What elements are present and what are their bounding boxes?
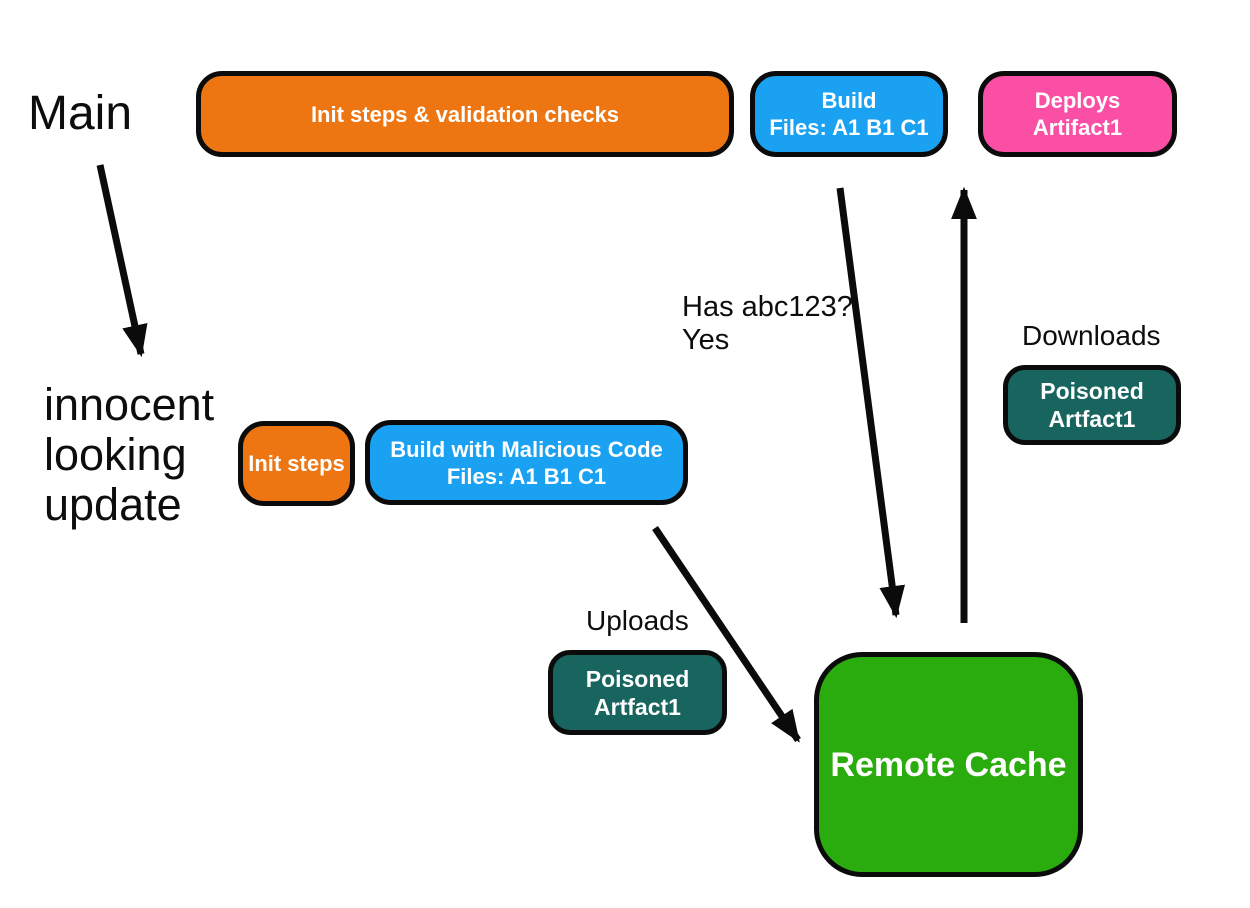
node-build-malicious-title: Build with Malicious Code	[390, 436, 663, 462]
node-build-title: Build	[821, 88, 877, 113]
arrow-build-to-remote-cache	[836, 187, 906, 619]
downloads-label: Downloads	[1022, 320, 1161, 351]
node-init-validation-checks: Init steps & validation checks	[196, 71, 734, 157]
has-hash-label: Has abc123? Yes	[682, 291, 853, 357]
node-deploys-artifact-name: Artifact1	[1032, 115, 1123, 140]
innocent-update-line1: innocent	[44, 379, 215, 430]
node-deploys-title: Deploys	[1034, 88, 1121, 113]
has-hash-answer: Yes	[682, 324, 730, 356]
node-build-with-malicious-code: Build with Malicious Code Files: A1 B1 C…	[365, 420, 688, 505]
node-poisoned-upload-line1: Poisoned	[585, 665, 690, 692]
node-remote-cache-label: Remote Cache	[830, 745, 1067, 784]
node-build-files: Files: A1 B1 C1	[769, 115, 929, 140]
has-hash-question: Has abc123?	[682, 291, 853, 323]
innocent-update-line3: update	[44, 479, 182, 530]
node-init-validation-checks-label: Init steps & validation checks	[310, 101, 620, 127]
node-deploys-artifact: Deploys Artifact1	[978, 71, 1177, 157]
node-remote-cache: Remote Cache	[814, 652, 1083, 877]
node-poisoned-artifact-download: Poisoned Artfact1	[1003, 365, 1181, 445]
node-poisoned-artifact-upload: Poisoned Artfact1	[548, 650, 727, 735]
node-build-malicious-files: Files: A1 B1 C1	[446, 463, 607, 489]
innocent-update-label: innocent looking update	[44, 380, 214, 530]
main-branch-label: Main	[28, 87, 133, 140]
node-init-steps-label: Init steps	[248, 451, 345, 476]
uploads-label: Uploads	[586, 605, 689, 636]
arrow-main-to-innocent-update	[96, 164, 148, 358]
innocent-update-line2: looking	[44, 429, 187, 480]
node-poisoned-download-line1: Poisoned	[1040, 378, 1144, 404]
node-init-steps: Init steps	[238, 421, 355, 506]
node-poisoned-upload-line2: Artfact1	[594, 693, 681, 720]
node-poisoned-download-line2: Artfact1	[1048, 406, 1136, 432]
node-build: Build Files: A1 B1 C1	[750, 71, 948, 157]
